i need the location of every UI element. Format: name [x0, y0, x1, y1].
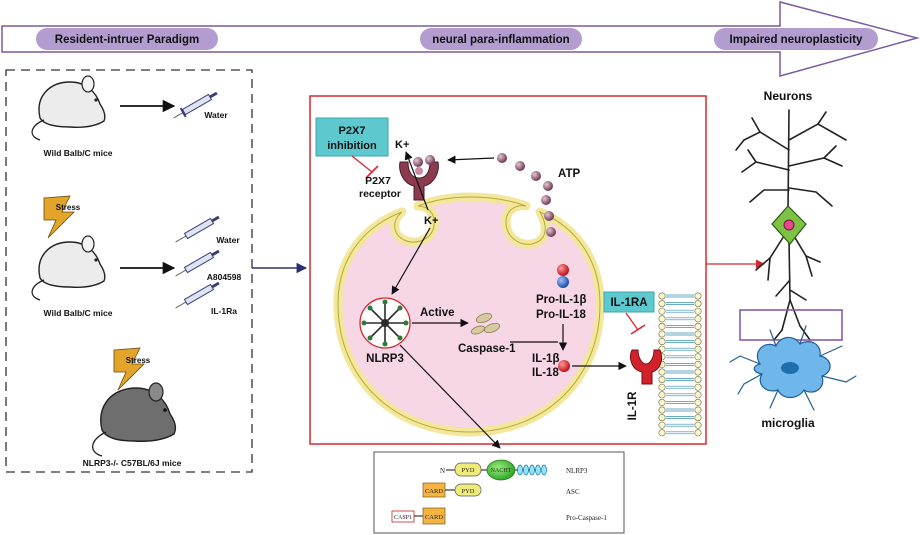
- k-plus-out: K+: [395, 139, 409, 151]
- il1b-label: IL-1β: [532, 353, 559, 365]
- syringe-icon-group1: [173, 91, 218, 119]
- nlrp3-to-domains-arrow: [399, 344, 501, 449]
- atp-to-receptor-arrow: [447, 155, 495, 164]
- receptor-line2: receptor: [359, 188, 401, 200]
- group2-treatment-a804598: A804598: [207, 272, 242, 282]
- microglia-icon: [729, 325, 857, 411]
- mouse-icon-group1: [31, 75, 106, 141]
- timeline-stage-3: Impaired neuroplasticity: [714, 28, 878, 50]
- pathway-frame: [309, 95, 707, 445]
- syringe-icon-water: [175, 215, 220, 243]
- k-efflux-arrow: [404, 151, 429, 211]
- stress-bolt-icon-group2: [43, 195, 75, 239]
- lipid-bilayer: [658, 292, 702, 437]
- atp-molecules: [413, 153, 556, 237]
- nlrp3-pyd-label: PYD: [461, 467, 474, 474]
- mature-cytokine-icon: [558, 360, 570, 372]
- group2-treatment-water: Water: [216, 235, 240, 245]
- casp1-label: CASP1: [394, 515, 412, 521]
- syringe-icon-il1ra: [175, 281, 220, 309]
- timeline-stage-1: Resident-intruer Paradigm: [36, 28, 218, 50]
- mouse-icon-group2: [31, 235, 106, 301]
- group2-label: Wild Balb/C mice: [44, 308, 113, 318]
- pro-cytokine-icon: [557, 264, 569, 288]
- asc-pyd-label: PYD: [461, 488, 474, 495]
- k-plus-in: K+: [424, 215, 438, 227]
- neurons-label: Neurons: [764, 89, 813, 103]
- inhibitor-line1: P2X7: [339, 125, 366, 137]
- cell-body: [333, 192, 605, 437]
- microglia-label: microglia: [761, 416, 815, 430]
- atp-label: ATP: [558, 168, 580, 180]
- n-terminus-1: N: [440, 467, 445, 475]
- caspase-label: Caspase-1: [458, 343, 516, 355]
- timeline-stage-2: neural para-inflammation: [420, 28, 582, 50]
- asc-row-label: ASC: [566, 488, 580, 496]
- timeline-stage-3-label: Impaired neuroplasticity: [730, 34, 864, 46]
- p2x7-receptor-icon: [399, 161, 439, 201]
- group2-treatment-il1ra: IL-1Ra: [211, 306, 237, 316]
- inhibition-bar-il1ra: [625, 312, 646, 335]
- timeline-stage-1-label: Resident-intruer Paradigm: [55, 34, 199, 46]
- il1r-receptor-icon: [629, 349, 663, 385]
- nlrp3-row-label: NLRP3: [566, 467, 588, 475]
- nlrp3-label: NLRP3: [366, 353, 404, 365]
- group2-stress-label: Stress: [56, 203, 81, 212]
- asc-card-label: CARD: [425, 488, 443, 495]
- group3-label: NLRP3-/- C57BL/6J mice: [83, 458, 182, 468]
- synapse-highlight-box: [739, 309, 843, 341]
- il1ra-label: IL-1RA: [610, 297, 647, 309]
- procaspase-row-label: Pro-Caspase-1: [566, 514, 607, 522]
- caspase1-icon: [470, 312, 501, 335]
- neuron-icon: [735, 109, 847, 341]
- asc-domain-row: CARD PYD ASC: [422, 482, 580, 498]
- stress-bolt-icon-group3: [113, 347, 145, 391]
- inhibitor-line2: inhibition: [327, 140, 377, 152]
- il1ra-box: IL-1RA: [603, 291, 655, 313]
- il1r-label: IL-1R: [627, 391, 639, 420]
- mice-groups-panel: [5, 69, 253, 473]
- group1-treatment: Water: [204, 110, 228, 120]
- pro-il18-label: Pro-IL-18: [536, 309, 586, 321]
- k-to-nlrp3-arrow: [391, 227, 431, 295]
- syringe-icon-a804598: [175, 249, 220, 277]
- il18-label: IL-18: [532, 367, 559, 379]
- timeline-stage-2-label: neural para-inflammation: [432, 34, 569, 46]
- group1-label: Wild Balb/C mice: [44, 148, 113, 158]
- pro-il1b-label: Pro-IL-1β: [536, 294, 586, 306]
- nacht-label: NACHT: [491, 468, 512, 474]
- procaspase-card-label: CARD: [425, 514, 443, 521]
- receptor-line1: P2X7: [365, 175, 391, 187]
- group3-stress-label: Stress: [126, 356, 151, 365]
- p2x7-inhibition-box: P2X7 inhibition: [315, 117, 389, 157]
- nlrp3-inflammasome-icon: [359, 297, 411, 349]
- neuron-soma: [771, 205, 807, 245]
- procaspase-domain-row: CASP1 CARD Pro-Caspase-1: [391, 507, 607, 525]
- active-label: Active: [420, 307, 455, 319]
- inhibition-bar-p2x7: [351, 155, 379, 179]
- mouse-icon-group3: [92, 382, 177, 457]
- nlrp3-domain-row: N PYD NACHT NLRP3: [440, 459, 588, 481]
